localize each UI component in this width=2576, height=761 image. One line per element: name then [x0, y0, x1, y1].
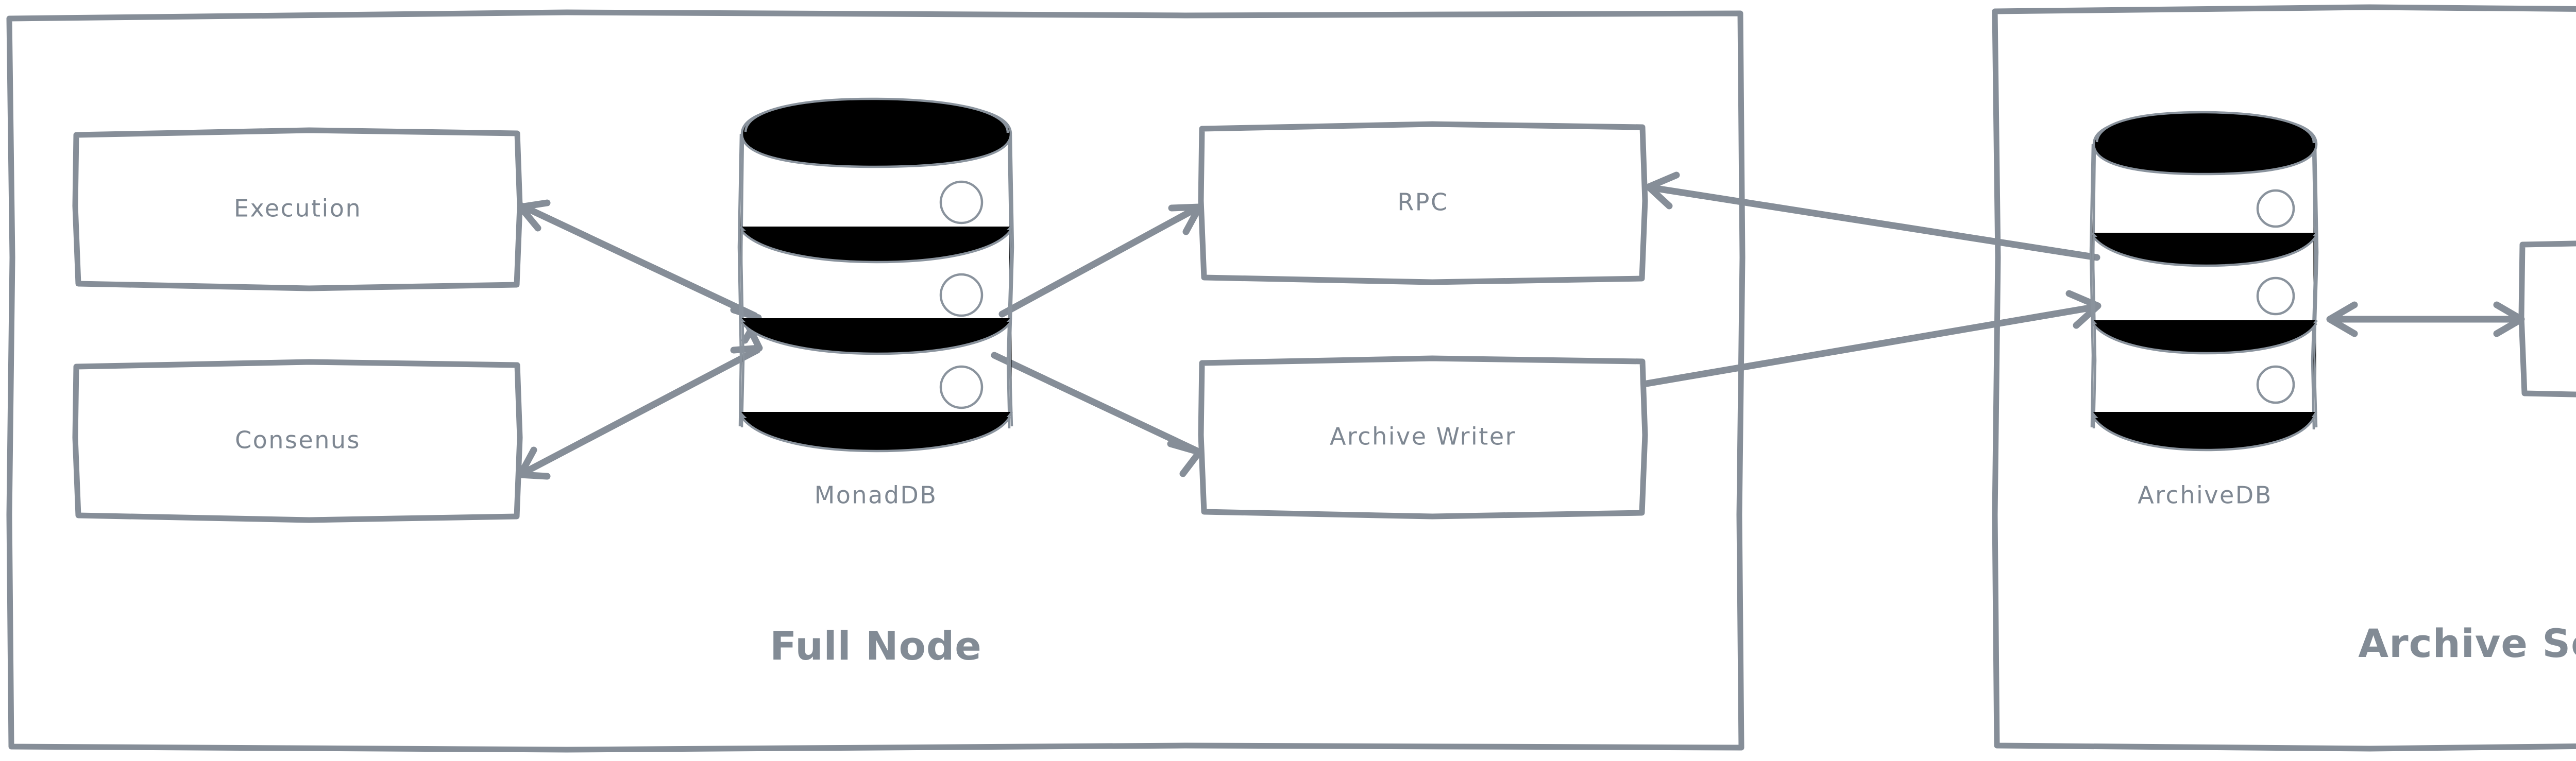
- archivedb-caption: ArchiveDB: [2138, 481, 2273, 509]
- indexer-box: [2518, 240, 2576, 397]
- archivedb-indicator-2: [2256, 276, 2295, 316]
- execution-label: Execution: [234, 195, 362, 222]
- archive-writer-label: Archive Writer: [1330, 423, 1516, 451]
- node-rpc[interactable]: RPC: [1198, 121, 1648, 285]
- connector-monaddb-rpc: [998, 203, 1203, 318]
- database-monaddb[interactable]: MonadDB: [737, 97, 1014, 509]
- full-node-panel-title: Full Node: [770, 623, 982, 669]
- connector-archive-writer-archivedb: [1643, 290, 2102, 387]
- connector-monaddb-archive-writer: [991, 352, 1203, 477]
- consensus-box: [72, 359, 523, 523]
- node-execution[interactable]: Execution: [72, 127, 523, 291]
- connector-consensus-monaddb: [517, 322, 763, 480]
- rpc-box: [1198, 121, 1648, 285]
- archivedb-indicator-3: [2256, 365, 2295, 404]
- panel-full-node[interactable]: Full Node: [6, 9, 1745, 753]
- rpc-label: RPC: [1397, 188, 1448, 216]
- full-node-panel-border: [6, 9, 1745, 753]
- monaddb-indicator-2: [939, 273, 984, 317]
- connector-archivedb-rpc: [1645, 171, 2100, 261]
- execution-box: [72, 127, 523, 291]
- consensus-label: Consenus: [235, 426, 361, 454]
- monaddb-indicator-3: [939, 365, 984, 409]
- archive-server-panel-border: [1992, 4, 2576, 752]
- archivedb-indicator-1: [2256, 189, 2295, 228]
- node-archive-writer[interactable]: Archive Writer: [1198, 355, 1648, 520]
- archive-server-panel-title: Archive Server: [2358, 620, 2576, 666]
- node-consensus[interactable]: Consenus: [72, 359, 523, 523]
- database-archivedb[interactable]: ArchiveDB: [2089, 111, 2319, 509]
- connector-execution-monaddb: [517, 199, 762, 344]
- archive-writer-box: [1198, 355, 1648, 520]
- node-indexer[interactable]: Indexer: [2518, 240, 2576, 398]
- connector-archivedb-indexer: [2326, 301, 2525, 337]
- monaddb-caption: MonadDB: [815, 481, 938, 509]
- panel-archive-server[interactable]: Archive Server: [1992, 4, 2576, 752]
- monaddb-indicator-1: [939, 180, 984, 224]
